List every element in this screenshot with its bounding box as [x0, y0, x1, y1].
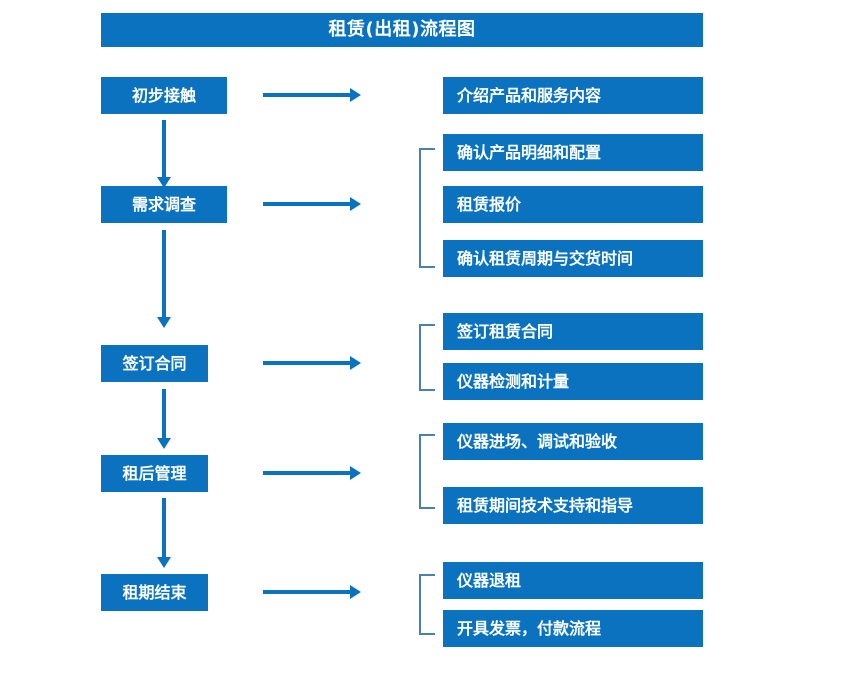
group-bracket-4 [419, 434, 435, 509]
stage-label-2: 需求调查 [131, 194, 196, 214]
stage-box-1[interactable]: 初步接触 [101, 77, 227, 114]
stage-label-4: 租后管理 [122, 463, 187, 483]
detail-label-2: 确认产品明细和配置 [457, 142, 602, 162]
stage-box-3[interactable]: 签订合同 [101, 345, 208, 382]
chart-title-text: 租赁(出租)流程图 [328, 19, 476, 40]
detail-box-1[interactable]: 介绍产品和服务内容 [443, 77, 703, 114]
stage-box-4[interactable]: 租后管理 [101, 455, 208, 492]
detail-box-10[interactable]: 开具发票，付款流程 [443, 610, 703, 647]
arrow-down-4 [157, 498, 171, 568]
stage-box-5[interactable]: 租期结束 [101, 574, 208, 611]
chart-title-banner: 租赁(出租)流程图 [101, 13, 703, 47]
detail-box-8[interactable]: 租赁期间技术支持和指导 [443, 487, 703, 524]
detail-box-9[interactable]: 仪器退租 [443, 562, 703, 599]
stage-label-1: 初步接触 [131, 85, 196, 105]
detail-label-10: 开具发票，付款流程 [457, 618, 602, 638]
detail-label-8: 租赁期间技术支持和指导 [457, 495, 634, 515]
stage-box-2[interactable]: 需求调查 [101, 186, 227, 223]
group-bracket-2 [419, 148, 435, 268]
group-bracket-3 [419, 324, 435, 391]
detail-label-9: 仪器退租 [457, 570, 522, 590]
arrow-down-2 [157, 230, 171, 328]
detail-label-7: 仪器进场、调试和验收 [457, 431, 618, 451]
detail-label-5: 签订租赁合同 [457, 321, 554, 341]
stage-label-5: 租期结束 [122, 582, 187, 602]
arrow-right-4 [263, 466, 361, 480]
detail-label-6: 仪器检测和计量 [457, 371, 570, 391]
detail-box-2[interactable]: 确认产品明细和配置 [443, 134, 703, 171]
detail-label-3: 租赁报价 [457, 194, 522, 214]
arrow-down-1 [157, 120, 171, 188]
detail-box-4[interactable]: 确认租赁周期与交货时间 [443, 240, 703, 277]
arrow-right-1 [263, 88, 361, 102]
arrow-right-5 [263, 585, 361, 599]
detail-box-7[interactable]: 仪器进场、调试和验收 [443, 423, 703, 460]
group-bracket-5 [419, 574, 435, 635]
arrow-down-3 [157, 389, 171, 449]
detail-box-5[interactable]: 签订租赁合同 [443, 313, 703, 350]
detail-box-6[interactable]: 仪器检测和计量 [443, 363, 703, 400]
arrow-right-3 [263, 356, 361, 370]
stage-label-3: 签订合同 [122, 353, 187, 373]
detail-box-3[interactable]: 租赁报价 [443, 186, 703, 223]
arrow-right-2 [263, 197, 361, 211]
detail-label-1: 介绍产品和服务内容 [457, 85, 602, 105]
detail-label-4: 确认租赁周期与交货时间 [457, 248, 634, 268]
